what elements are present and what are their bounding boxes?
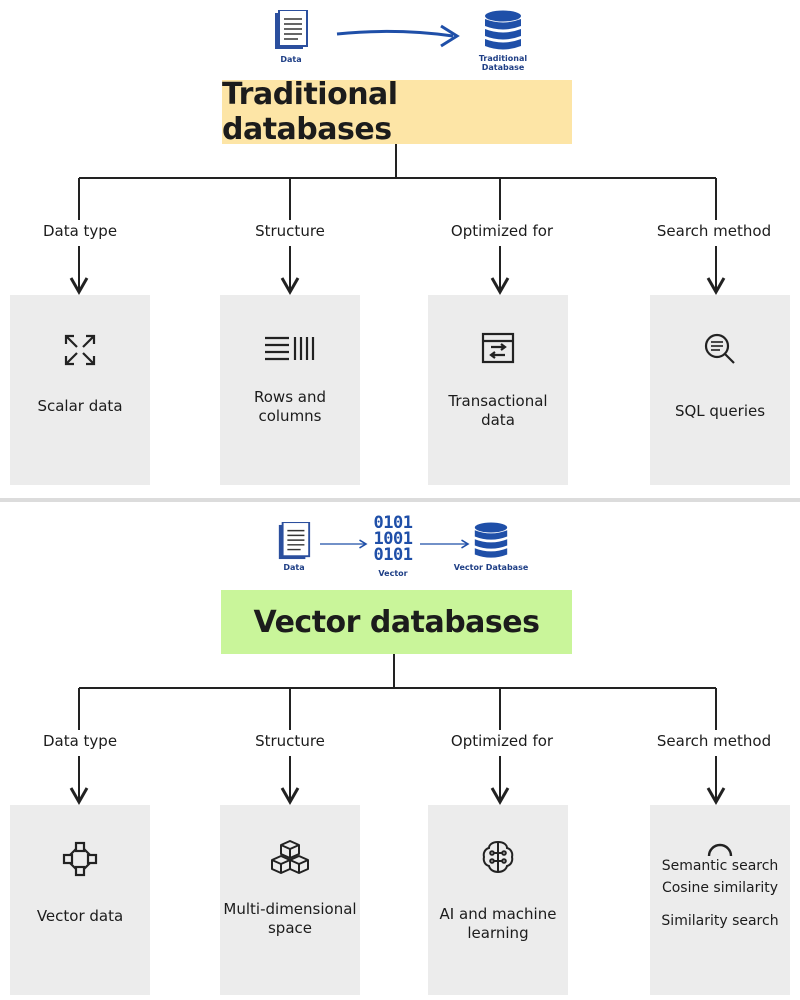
binary-vector: 0101 1001 0101 xyxy=(373,513,413,565)
traditional-section: Data Traditional Database Traditional da… xyxy=(0,0,800,498)
rows-columns-icon xyxy=(265,336,315,361)
card-vector-data: Vector data xyxy=(10,805,150,995)
category-label-search-method: Search method xyxy=(634,222,794,240)
vector-title-text: Vector databases xyxy=(253,604,540,640)
traditional-title: Traditional databases xyxy=(222,77,572,147)
card-text: Multi-dimensional space xyxy=(223,900,357,937)
card-text: AI and machine learning xyxy=(439,905,557,942)
category-label-data-type: Data type xyxy=(0,222,160,240)
vector-title: Vector databases xyxy=(221,590,572,654)
transaction-window-icon xyxy=(481,332,515,364)
category-label-optimized-for: Optimized for xyxy=(422,222,582,240)
card-scalar-data: Scalar data xyxy=(10,295,150,485)
card-transactional-data: Transactional data xyxy=(428,295,568,485)
flow-target-label: Traditional Database xyxy=(478,54,528,72)
flow-source-label: Data xyxy=(283,563,305,572)
database-icon xyxy=(485,10,521,50)
card-text-secondary: Similarity search xyxy=(661,913,779,929)
flow-middle-label: Vector xyxy=(378,569,408,578)
category-label-optimized-for: Optimized for xyxy=(422,732,582,750)
card-text: Rows and columns xyxy=(254,388,326,425)
vector-section: Data 0101 1001 0101 Vector Vector Databa… xyxy=(0,502,800,1000)
card-semantic-search: Semantic search Cosine similarity Simila… xyxy=(650,805,790,995)
vector-connector-lines xyxy=(69,539,726,806)
category-label-structure: Structure xyxy=(210,222,370,240)
expand-arrows-icon xyxy=(64,334,96,366)
document-icon xyxy=(278,522,311,560)
category-label-structure: Structure xyxy=(210,732,370,750)
flow-source-label: Data xyxy=(280,55,302,64)
document-icon xyxy=(275,10,308,49)
card-rows-columns: Rows and columns xyxy=(220,295,360,485)
brain-chip-icon xyxy=(482,840,514,874)
section-divider xyxy=(0,498,800,502)
card-text: Semantic search Cosine similarity xyxy=(661,858,779,896)
card-ai-ml: AI and machine learning xyxy=(428,805,568,995)
arc-icon xyxy=(707,843,733,857)
vector-nodes-icon xyxy=(62,841,98,877)
traditional-connector-lines xyxy=(69,144,726,296)
card-multi-dimensional: Multi-dimensional space xyxy=(220,805,360,995)
cubes-icon xyxy=(271,840,309,874)
flow-target-label: Vector Database xyxy=(453,563,529,572)
category-label-data-type: Data type xyxy=(0,732,160,750)
flow-arrow xyxy=(336,24,460,48)
traditional-title-text: Traditional databases xyxy=(222,77,398,147)
search-document-icon xyxy=(704,333,735,364)
card-text: SQL queries xyxy=(674,402,766,420)
card-text: Scalar data xyxy=(37,397,123,415)
category-label-search-method: Search method xyxy=(634,732,794,750)
card-text: Transactional data xyxy=(448,392,548,429)
card-text: Vector data xyxy=(36,907,124,925)
card-sql-queries: SQL queries xyxy=(650,295,790,485)
database-icon xyxy=(474,522,508,558)
